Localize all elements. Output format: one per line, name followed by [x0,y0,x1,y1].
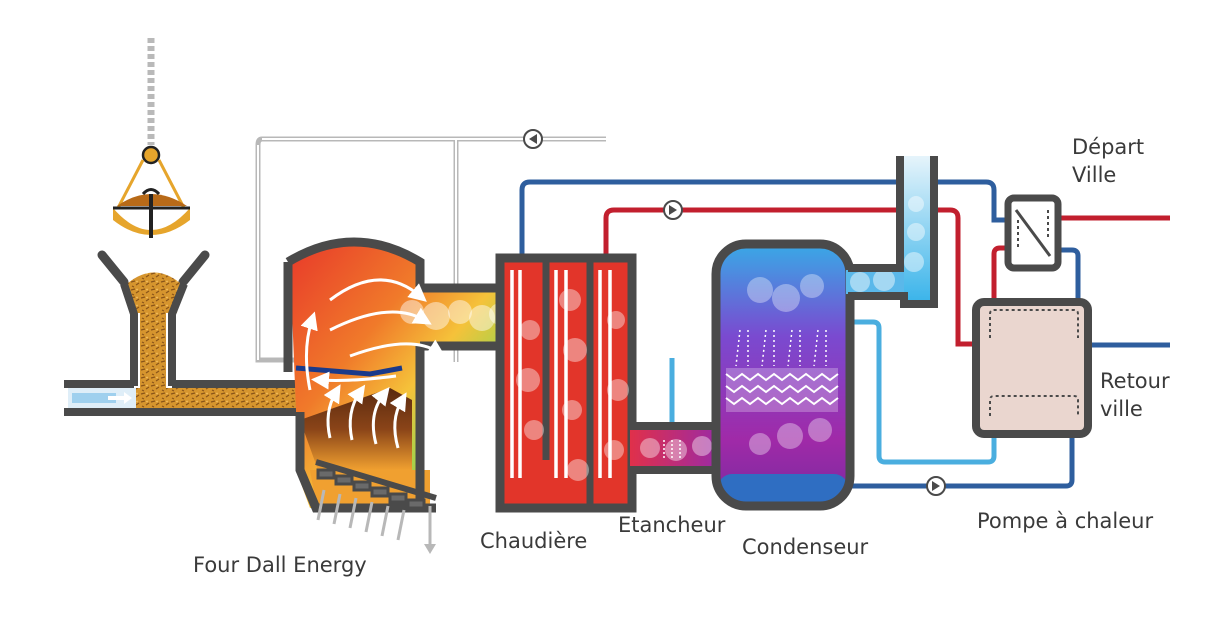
fuel-conveyor [64,380,300,416]
fuel-hopper [97,250,210,388]
label-depart-line1: Départ [1072,135,1145,159]
condenser [711,239,855,511]
label-chaudiere: Chaudière [480,529,588,553]
boiler [495,253,637,513]
label-condenseur: Condenseur [742,535,869,559]
grate [316,468,426,510]
air-inlet-arrows [316,489,406,541]
label-retour-line2: ville [1100,397,1143,421]
heat-pump [972,298,1092,438]
label-depart-line2: Ville [1072,163,1117,187]
circulation-pump-icon [663,200,683,220]
hot-gas-puffs [400,300,511,331]
circulation-pump-icon [926,476,946,496]
packing-bed [725,368,839,412]
label-retour-line1: Retour [1100,369,1170,393]
grab-bucket-icon [113,145,190,238]
hot-pipes [603,207,1170,347]
flue-duct [630,422,720,474]
label-pompe: Pompe à chaleur [977,509,1154,533]
furnace [283,237,506,554]
circulation-pump-icon [523,129,543,149]
label-etancheur: Etancheur [618,513,726,537]
label-four: Four Dall Energy [193,553,367,577]
cold-pipes [519,179,1170,489]
heat-exchanger-icon [1004,194,1062,272]
stack [846,156,938,308]
flame-icon [300,278,446,449]
